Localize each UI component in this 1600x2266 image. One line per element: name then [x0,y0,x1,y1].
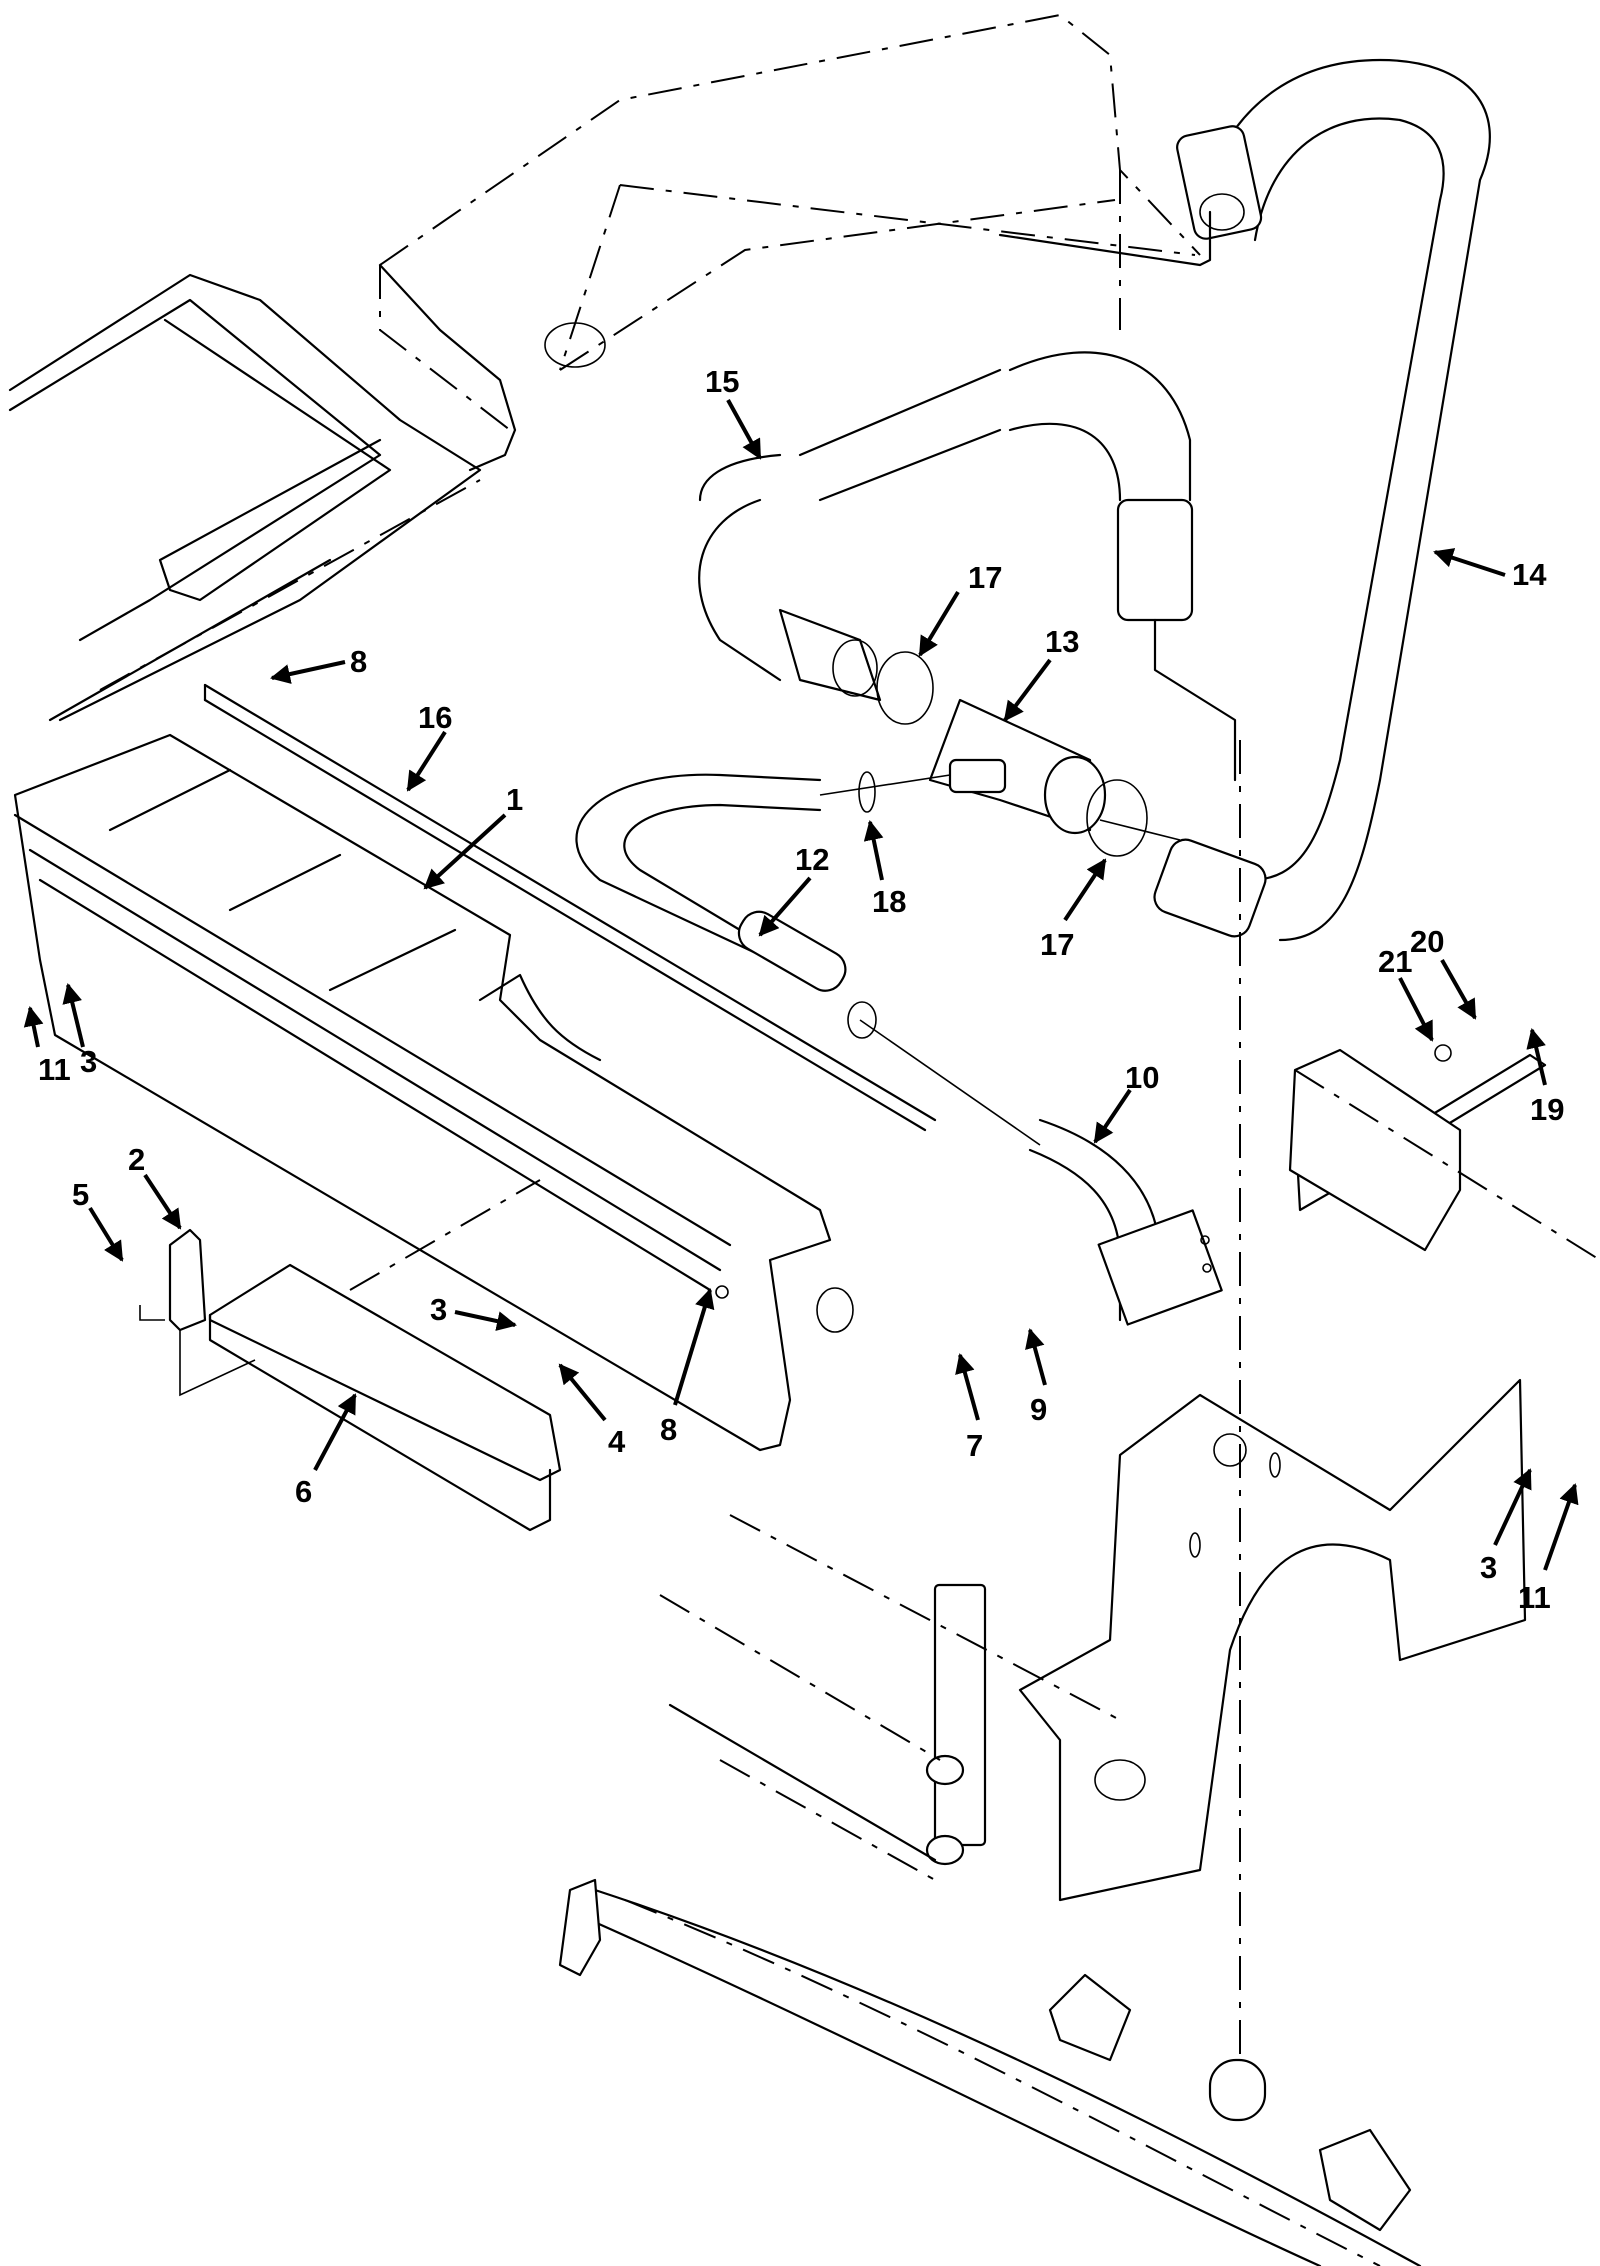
arched-rail [558,1878,1422,2266]
callout-19: 19 [1530,1092,1564,1127]
callout-17-lower: 17 [1040,927,1074,962]
callout-5: 5 [72,1177,89,1212]
callout-16: 16 [418,700,452,735]
hose-12-tube-10 [575,773,1223,1326]
frame-bracket [659,1378,1527,1902]
housing-1 [13,733,854,1452]
callout-3-mid: 3 [430,1292,447,1327]
hose-15 [698,351,1237,782]
callout-3-right: 3 [1480,1550,1497,1585]
callout-3-left: 3 [80,1044,97,1079]
callout-18: 18 [872,884,906,919]
bracket-19-group [1288,1044,1600,1261]
callout-11-right: 11 [1518,1580,1551,1615]
callout-1: 1 [506,782,523,817]
callout-9: 9 [1030,1392,1047,1427]
hose-14 [998,58,1491,942]
callout-6: 6 [295,1474,312,1509]
tee-fitting-group [819,651,1181,857]
callout-8-top: 8 [350,644,367,679]
callout-13: 13 [1045,624,1079,659]
callout-21: 21 [1378,944,1412,979]
callout-labels: 8 16 1 11 3 2 5 6 3 4 8 7 9 10 12 18 13 … [38,364,1564,1615]
callout-17-upper: 17 [968,560,1002,595]
callout-2: 2 [128,1142,145,1177]
rail-16 [203,683,937,1132]
callout-20: 20 [1410,924,1444,959]
callout-8-mid: 8 [660,1412,677,1447]
step-plate-6 [139,1179,562,1532]
callout-arrows [23,399,1579,1571]
callout-7: 7 [966,1428,983,1463]
callout-4: 4 [608,1424,626,1459]
callout-10: 10 [1125,1060,1159,1095]
callout-15: 15 [705,364,739,399]
callout-11-left: 11 [38,1052,71,1087]
callout-12: 12 [795,842,829,877]
callout-14: 14 [1512,557,1547,592]
cab-phantom-outline [8,13,1201,722]
